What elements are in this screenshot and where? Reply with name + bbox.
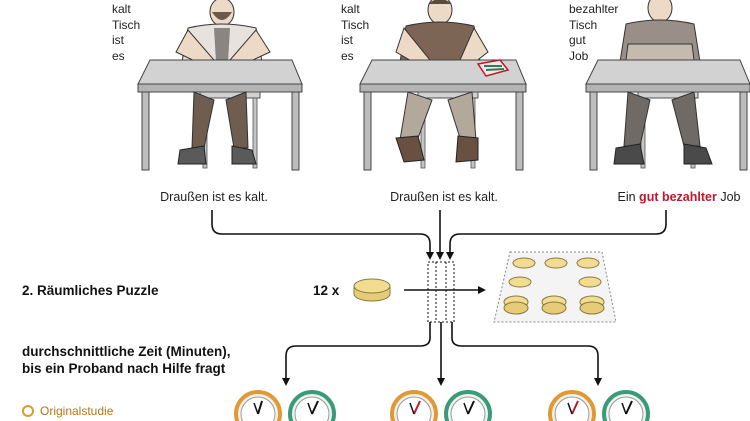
person-illustration-2 <box>359 0 527 171</box>
caption-2: Draußen ist es kalt. <box>390 190 498 204</box>
word-list-2: kalt Tisch ist es <box>341 2 369 64</box>
caption-3: Ein gut bezahlter Job <box>618 190 741 204</box>
word: Job <box>569 48 589 63</box>
legend-original: Originalstudie <box>22 404 113 418</box>
clock-replication-1-icon <box>288 390 336 421</box>
word: ist <box>341 33 353 47</box>
clock-original-2-icon <box>390 390 438 421</box>
puzzle-title: 2. Räumliches Puzzle <box>22 283 159 298</box>
flow-connectors <box>211 210 667 386</box>
caption-text-end: Job <box>716 190 741 204</box>
word: kalt <box>112 2 131 16</box>
legend-label: Originalstudie <box>40 404 114 418</box>
person-illustration-3 <box>585 0 750 171</box>
word-list-1: kalt Tisch ist es <box>112 2 140 64</box>
coin-count-label: 12 x <box>313 283 340 298</box>
timing-title-line2: bis ein Proband nach Hilfe fragt <box>22 361 226 376</box>
word: Tisch <box>569 17 598 32</box>
caption-text: Draußen ist es kalt. <box>390 190 498 204</box>
clock-original-1-icon <box>234 390 282 421</box>
caption-highlight: gut bezahlter <box>639 190 717 204</box>
caption-1: Draußen ist es kalt. <box>160 190 268 204</box>
clock-original-3-icon <box>548 390 596 421</box>
clock-replication-3-icon <box>602 390 650 421</box>
clock-icons <box>234 390 650 421</box>
caption-text: Draußen ist es kalt. <box>160 190 268 204</box>
person-illustration-1 <box>137 0 303 171</box>
word: Tisch <box>112 17 141 32</box>
clock-replication-2-icon <box>444 390 492 421</box>
word: kalt <box>341 2 360 16</box>
word: ist <box>112 33 124 47</box>
word: gut <box>569 33 586 47</box>
word-list-3: bezahlter Tisch gut Job <box>569 2 618 64</box>
timing-title-line1: durchschnittliche Zeit (Minuten), <box>22 344 231 359</box>
money-packet-icon <box>476 59 510 77</box>
word: es <box>341 48 354 63</box>
word: Tisch <box>341 17 370 32</box>
word: bezahlter <box>569 2 619 16</box>
orange-ring-icon <box>22 405 34 417</box>
word: es <box>112 48 125 63</box>
coin-stack-icon <box>353 278 391 302</box>
puzzle-board-icon <box>493 251 617 323</box>
caption-text: Ein <box>617 190 640 204</box>
